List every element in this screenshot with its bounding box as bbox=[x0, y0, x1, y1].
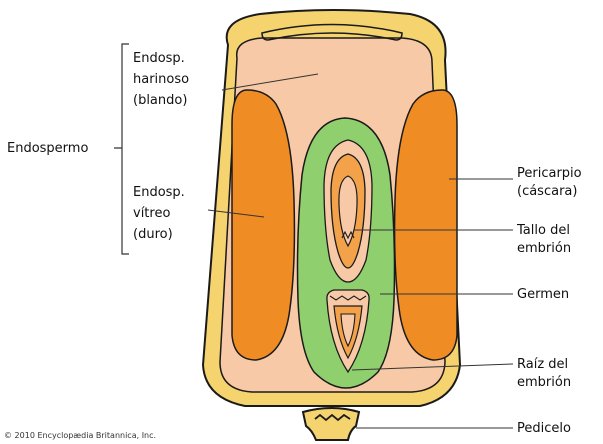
pedicel-shape bbox=[303, 408, 359, 440]
copyright-credit: © 2010 Encyclopædia Britannica, Inc. bbox=[4, 431, 156, 440]
label-pericarp-1: Pericarpio bbox=[517, 165, 582, 182]
label-vitreous-2: vítreo bbox=[133, 205, 170, 222]
label-stem-2: embrión bbox=[517, 240, 571, 257]
label-floury-2: harinoso bbox=[133, 71, 189, 88]
label-floury-3: (blando) bbox=[133, 92, 187, 109]
label-floury-1: Endosp. bbox=[133, 50, 185, 67]
label-vitreous-3: (duro) bbox=[133, 226, 173, 243]
endosperm-bracket bbox=[114, 44, 129, 254]
vitreous-endosperm-left bbox=[232, 90, 294, 360]
vitreous-endosperm-right bbox=[395, 90, 457, 360]
label-pericarp-2: (cáscara) bbox=[517, 183, 577, 200]
label-pedicel: Pedicelo bbox=[517, 420, 571, 437]
label-vitreous-1: Endosp. bbox=[133, 184, 185, 201]
label-root-2: embrión bbox=[517, 374, 571, 391]
label-root-1: Raíz del bbox=[517, 356, 568, 373]
label-germ: Germen bbox=[517, 286, 569, 303]
label-stem-1: Tallo del bbox=[517, 222, 570, 239]
label-endosperm: Endospermo bbox=[7, 140, 88, 157]
